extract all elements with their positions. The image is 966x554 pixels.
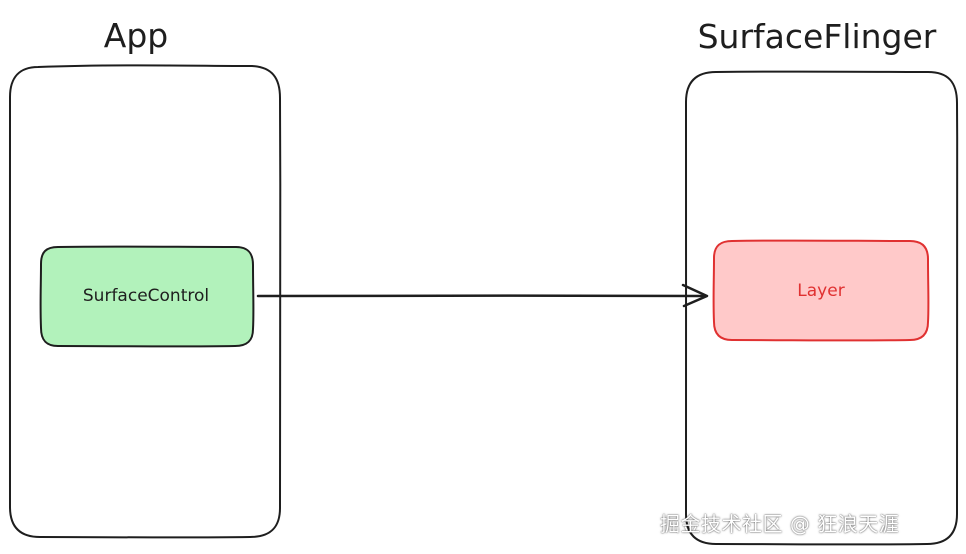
app-title: App (104, 16, 168, 55)
layer-box (712, 239, 930, 342)
surfaceflinger-container-frame (684, 70, 959, 546)
app-container: App (8, 16, 282, 539)
layer-node[interactable]: Layer (712, 239, 930, 342)
surface-control-node[interactable]: SurfaceControl (39, 245, 255, 348)
app-container-frame (8, 64, 282, 539)
surfaceflinger-title: SurfaceFlinger (698, 17, 937, 56)
surface-control-label: SurfaceControl (83, 286, 209, 306)
watermark-text: 掘金技术社区 @ 狂浪天涯 (660, 512, 900, 536)
arrow-head (681, 283, 709, 308)
surfaceflinger-container: SurfaceFlinger (684, 17, 959, 546)
surface-control-box (39, 245, 255, 348)
connection-arrow (256, 283, 709, 308)
layer-label: Layer (797, 281, 844, 301)
